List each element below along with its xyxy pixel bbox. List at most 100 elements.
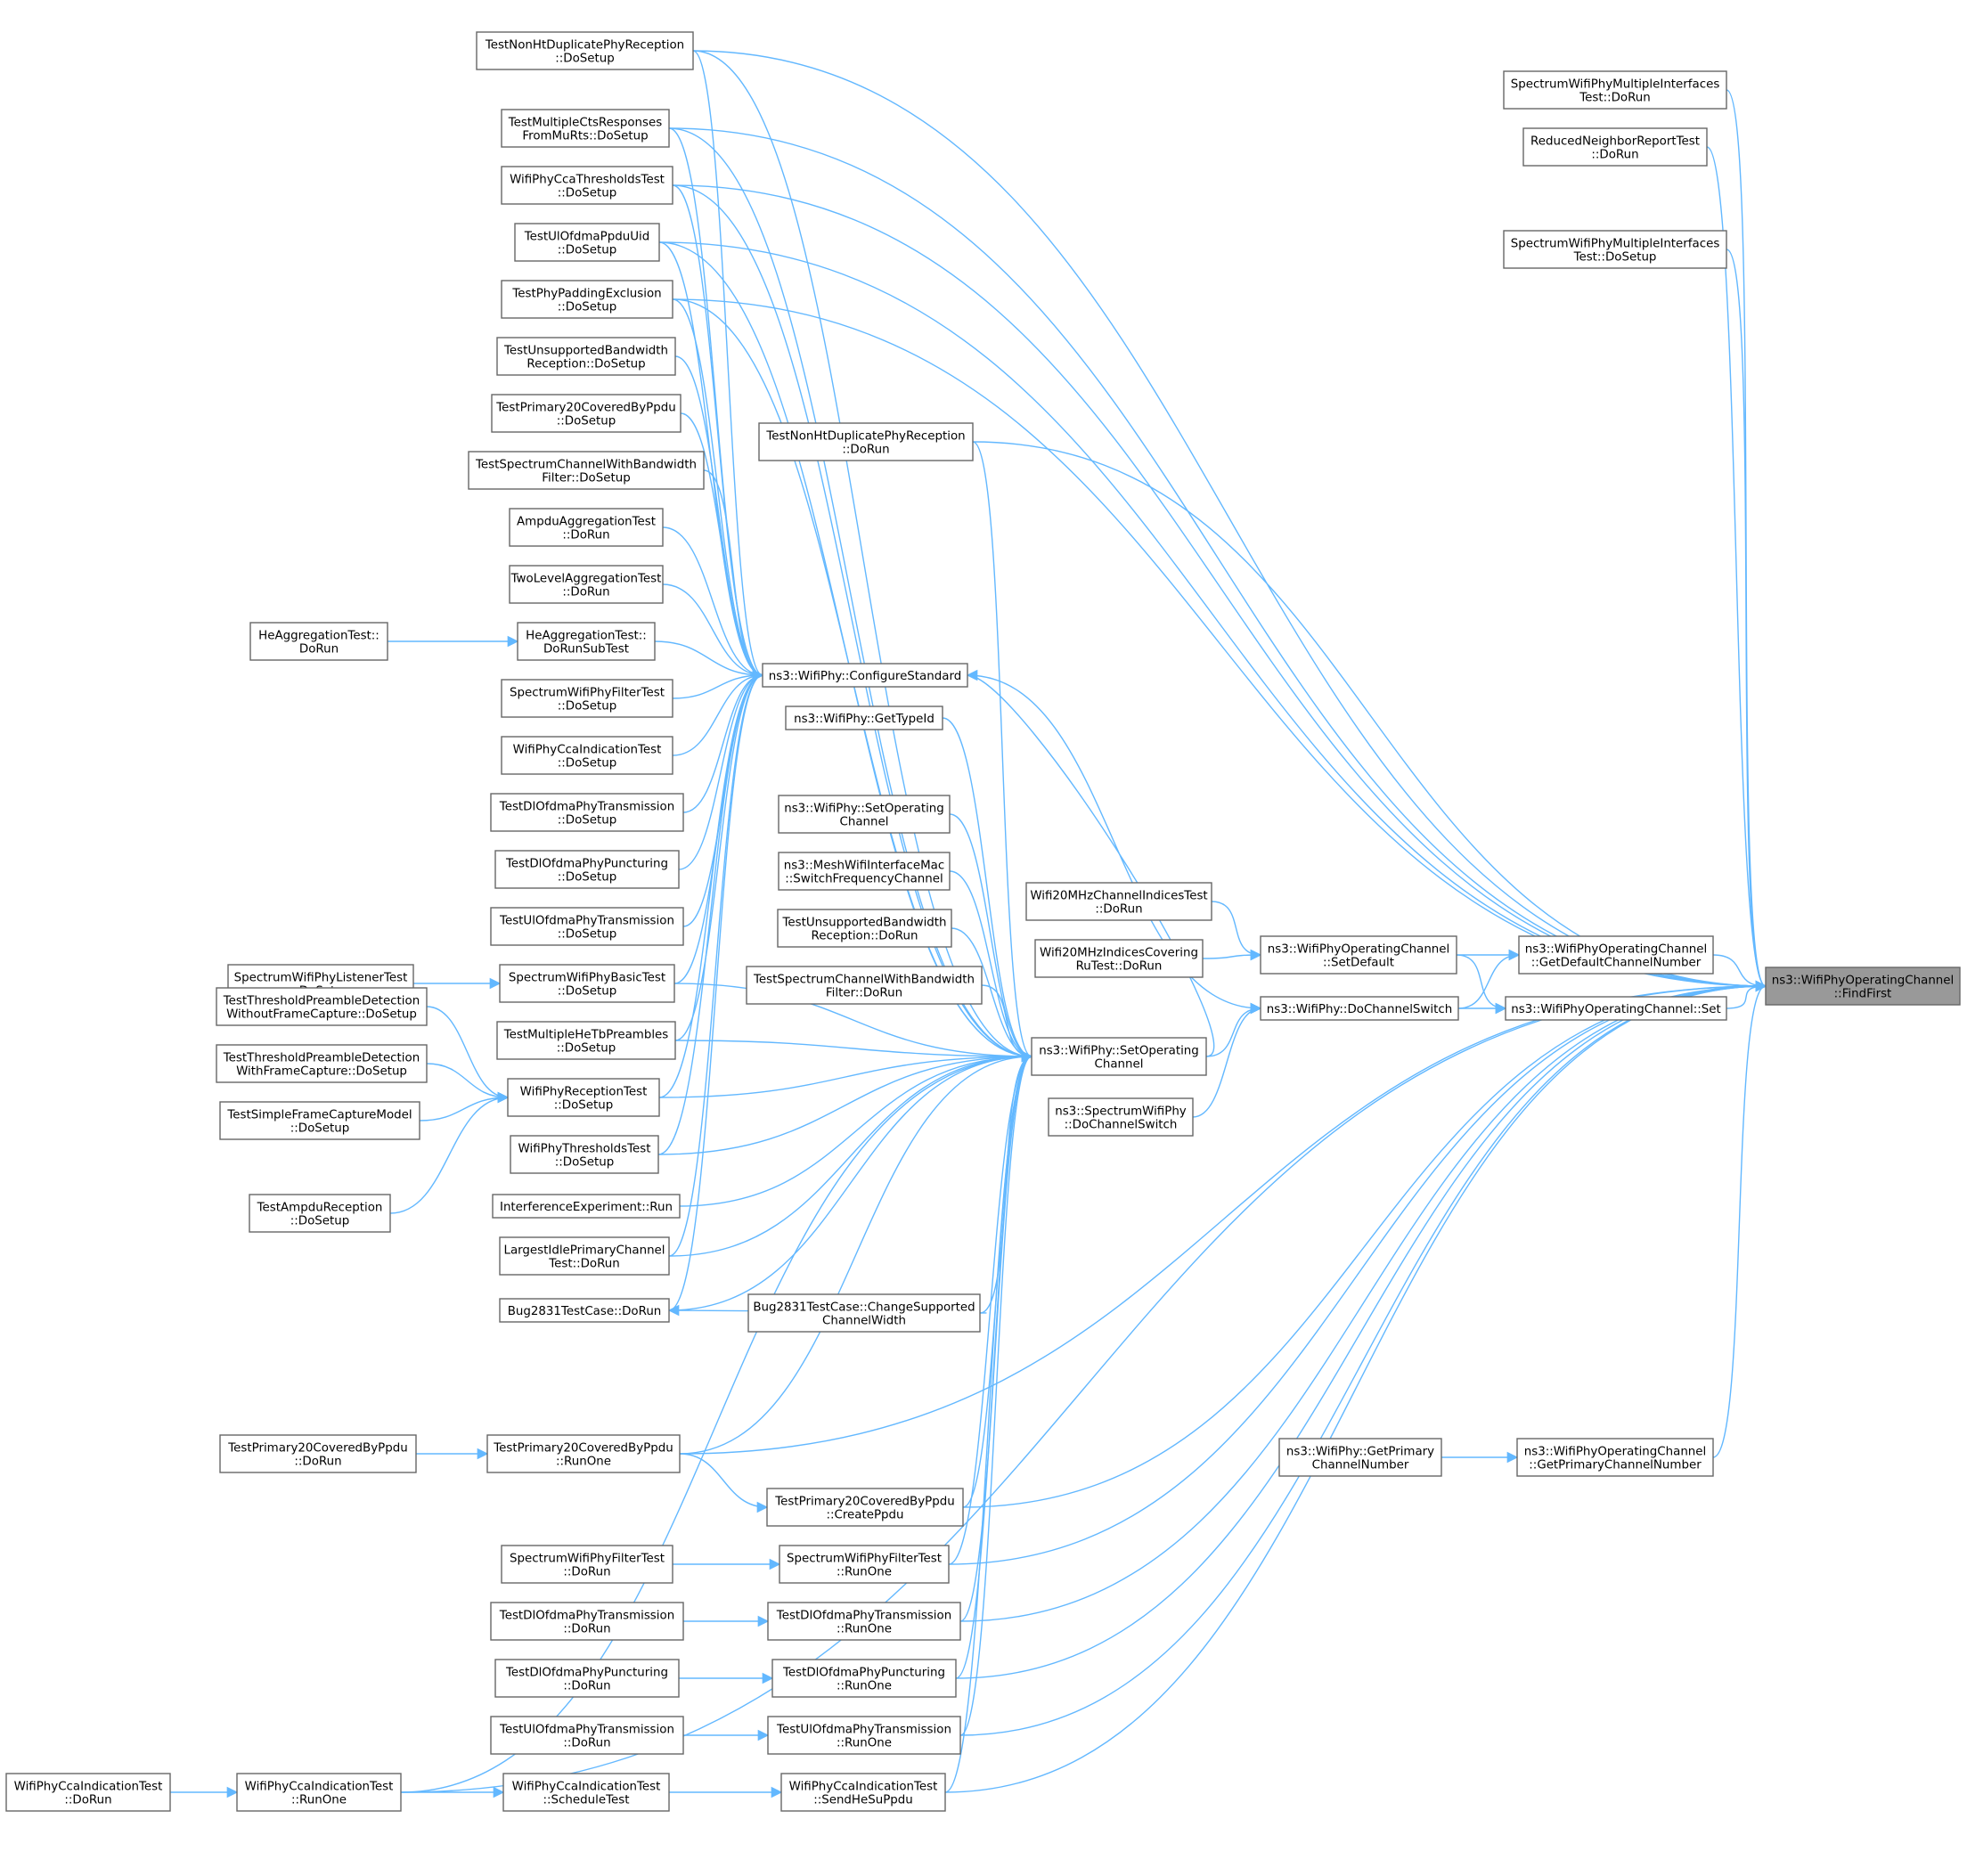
node-n-setdefault[interactable]: ns3::WifiPhyOperatingChannel::SetDefault bbox=[1260, 935, 1457, 975]
edge-n_ccathresh-to-n_configure bbox=[672, 184, 764, 681]
node-label-line: RuTest::DoRun bbox=[1076, 960, 1163, 974]
edge-n_thr_with-to-n_reception bbox=[426, 1063, 510, 1104]
node-n-dlpunc-runone[interactable]: TestDlOfdmaPhyPuncturing::RunOne bbox=[771, 1659, 957, 1698]
node-n-heagg-run[interactable]: HeAggregationTest::DoRun bbox=[249, 622, 388, 661]
node-label-line: Bug2831TestCase::DoRun bbox=[508, 1305, 662, 1318]
node-box bbox=[496, 337, 676, 376]
node-n-ulofdmauid[interactable]: TestUlOfdmaPpduUid::DoSetup bbox=[514, 223, 660, 262]
node-label-line: SpectrumWifiPhyFilterTest bbox=[510, 1553, 665, 1566]
node-label-line: WifiPhyCcaIndicationTest bbox=[789, 1781, 938, 1794]
node-n-set[interactable]: ns3::WifiPhyOperatingChannel::Set bbox=[1505, 996, 1727, 1021]
node-n-multiif-run[interactable]: SpectrumWifiPhyMultipleInterfacesTest::D… bbox=[1503, 70, 1727, 110]
node-box bbox=[486, 1434, 681, 1473]
node-n-thresholds[interactable]: WifiPhyThresholdsTest::DoSetup bbox=[510, 1135, 659, 1174]
node-n-multicts[interactable]: TestMultipleCtsResponsesFromMuRts::DoSet… bbox=[501, 109, 670, 148]
node-label-line: HeAggregationTest:: bbox=[258, 630, 380, 643]
node-label-line: ::DoRun bbox=[842, 444, 889, 457]
node-box bbox=[490, 1716, 684, 1755]
node-n-multihetb[interactable]: TestMultipleHeTbPreambles::DoSetup bbox=[496, 1021, 676, 1060]
edge-n_reception-to-n_setopch bbox=[658, 1050, 1033, 1098]
node-box bbox=[509, 508, 664, 547]
node-n-multiif-setup[interactable]: SpectrumWifiPhyMultipleInterfacesTest::D… bbox=[1503, 230, 1727, 269]
node-n-w20idx[interactable]: Wifi20MHzChannelIndicesTest::DoRun bbox=[1025, 882, 1212, 921]
node-label-line: ::DoSetup bbox=[558, 700, 617, 714]
node-box bbox=[1025, 882, 1212, 921]
node-label-line: Wifi20MHzIndicesCovering bbox=[1040, 947, 1198, 960]
edge-n_heagg_sub-to-n_configure bbox=[654, 640, 764, 681]
node-n-ultx-runone[interactable]: TestUlOfdmaPhyTransmission::RunOne bbox=[767, 1716, 961, 1755]
node-n-bug2831-change[interactable]: Bug2831TestCase::ChangeSupportedChannelW… bbox=[747, 1293, 981, 1333]
node-label-line: WifiPhyCcaIndicationTest bbox=[245, 1781, 394, 1794]
node-n-twolevel[interactable]: TwoLevelAggregationTest::DoRun bbox=[509, 565, 664, 604]
node-n-dlpunc-dorun[interactable]: TestDlOfdmaPhyPuncturing::DoRun bbox=[494, 1659, 680, 1698]
node-label-line: ::DoRun bbox=[563, 1737, 610, 1750]
node-label-line: ::DoSetup bbox=[558, 985, 617, 999]
node-box bbox=[1522, 127, 1708, 167]
node-n-dltx-setup[interactable]: TestDlOfdmaPhyTransmission::DoSetup bbox=[490, 793, 684, 832]
node-n-ccaind-setup[interactable]: WifiPhyCcaIndicationTest::DoSetup bbox=[501, 736, 673, 775]
node-label-line: TestDlOfdmaPhyPuncturing bbox=[782, 1667, 945, 1680]
node-n-bug2831-run[interactable]: Bug2831TestCase::DoRun bbox=[499, 1298, 670, 1323]
node-n-getprimnum[interactable]: ns3::WifiPhy::GetPrimaryChannelNumber bbox=[1278, 1438, 1442, 1477]
node-n-reception[interactable]: WifiPhyReceptionTest::DoSetup bbox=[507, 1078, 660, 1117]
node-label-line: ::GetPrimaryChannelNumber bbox=[1529, 1459, 1702, 1472]
node-n-basic-setup[interactable]: SpectrumWifiPhyBasicTest::DoSetup bbox=[499, 964, 675, 1003]
node-n-thr-without[interactable]: TestThresholdPreambleDetectionWithoutFra… bbox=[216, 987, 428, 1026]
node-n-getprimch[interactable]: ns3::WifiPhyOperatingChannel::GetPrimary… bbox=[1516, 1438, 1714, 1477]
node-n-getdefault[interactable]: ns3::WifiPhyOperatingChannel::GetDefault… bbox=[1518, 935, 1714, 975]
edge-n_nonht_run-to-n_setopch bbox=[972, 441, 1033, 1063]
node-n-dochswitch[interactable]: ns3::WifiPhy::DoChannelSwitch bbox=[1260, 996, 1459, 1021]
node-root[interactable]: ns3::WifiPhyOperatingChannel::FindFirst bbox=[1765, 967, 1961, 1006]
node-label-line: ChannelNumber bbox=[1312, 1459, 1409, 1472]
node-label-line: ns3::WifiPhy::SetOperating bbox=[784, 803, 944, 816]
node-n-dltx-runone[interactable]: TestDlOfdmaPhyTransmission::RunOne bbox=[767, 1602, 961, 1641]
node-label-line: TestUlOfdmaPhyTransmission bbox=[499, 1724, 674, 1737]
node-n-meshswitch[interactable]: ns3::MeshWifiInterfaceMac::SwitchFrequen… bbox=[778, 852, 951, 891]
node-n-dltx-dorun[interactable]: TestDlOfdmaPhyTransmission::DoRun bbox=[490, 1602, 684, 1641]
node-label-line: ::DoRun bbox=[1591, 149, 1638, 162]
node-n-heagg-sub[interactable]: HeAggregationTest::DoRunSubTest bbox=[517, 622, 656, 661]
node-n-unsupbw-setup[interactable]: TestUnsupportedBandwidthReception::DoSet… bbox=[496, 337, 676, 376]
node-n-simplefc[interactable]: TestSimpleFrameCaptureModel::DoSetup bbox=[219, 1101, 420, 1140]
node-n-cca-send[interactable]: WifiPhyCcaIndicationTest::SendHeSuPpdu bbox=[780, 1773, 946, 1812]
node-n-interference[interactable]: InterferenceExperiment::Run bbox=[492, 1194, 681, 1219]
node-label-line: ::DoSetup bbox=[555, 53, 615, 66]
node-n-reduced[interactable]: ReducedNeighborReportTest::DoRun bbox=[1522, 127, 1708, 167]
node-n-spectrum-switch[interactable]: ns3::SpectrumWifiPhy::DoChannelSwitch bbox=[1048, 1097, 1194, 1137]
node-n-configure[interactable]: ns3::WifiPhy::ConfigureStandard bbox=[762, 663, 968, 688]
node-n-sfilter-setup[interactable]: SpectrumWifiPhyFilterTest::DoSetup bbox=[501, 679, 673, 718]
node-n-nonht-setup[interactable]: TestNonHtDuplicatePhyReception::DoSetup bbox=[476, 31, 694, 70]
node-n-cca-runone[interactable]: WifiPhyCcaIndicationTest::RunOne bbox=[236, 1773, 402, 1812]
node-n-ultx-dorun[interactable]: TestUlOfdmaPhyTransmission::DoRun bbox=[490, 1716, 684, 1755]
node-label-line: ns3::WifiPhy::DoChannelSwitch bbox=[1267, 1003, 1452, 1016]
node-n-cca-dorun[interactable]: WifiPhyCcaIndicationTest::DoRun bbox=[5, 1773, 171, 1812]
node-label-line: ::DoRun bbox=[563, 1680, 610, 1693]
node-n-nonht-run[interactable]: TestNonHtDuplicatePhyReception::DoRun bbox=[758, 422, 974, 461]
node-n-ccathresh[interactable]: WifiPhyCcaThresholdsTest::DoSetup bbox=[501, 166, 673, 205]
node-n-specfilter-run[interactable]: TestSpectrumChannelWithBandwidthFilter::… bbox=[746, 966, 983, 1005]
node-n-cca-schedule[interactable]: WifiPhyCcaIndicationTest::ScheduleTest bbox=[502, 1773, 670, 1812]
node-n-padding[interactable]: TestPhyPaddingExclusion::DoSetup bbox=[501, 280, 673, 319]
node-n-sfilter-dorun[interactable]: SpectrumWifiPhyFilterTest::DoRun bbox=[501, 1545, 673, 1584]
node-n-ampdurx[interactable]: TestAmpduReception::DoSetup bbox=[249, 1194, 391, 1233]
node-n-prim20-setup[interactable]: TestPrimary20CoveredByPpdu::DoSetup bbox=[491, 394, 682, 433]
edge-n_ccaind_setup-to-n_configure bbox=[672, 669, 764, 756]
node-n-prim20-create[interactable]: TestPrimary20CoveredByPpdu::CreatePpdu bbox=[766, 1488, 964, 1527]
node-n-specfilter-setup[interactable]: TestSpectrumChannelWithBandwidthFilter::… bbox=[468, 451, 705, 490]
node-n-ultx-setup[interactable]: TestUlOfdmaPhyTransmission::DoSetup bbox=[490, 907, 684, 946]
node-box bbox=[767, 1602, 961, 1641]
node-n-dlpunc-setup[interactable]: TestDlOfdmaPhyPuncturing::DoSetup bbox=[494, 850, 680, 889]
node-box bbox=[476, 31, 694, 70]
node-n-ampdu[interactable]: AmpduAggregationTest::DoRun bbox=[509, 508, 664, 547]
node-label-line: ::CreatePpdu bbox=[826, 1509, 903, 1522]
node-n-prim20-runone[interactable]: TestPrimary20CoveredByPpdu::RunOne bbox=[486, 1434, 681, 1473]
node-n-prim20-dorun[interactable]: TestPrimary20CoveredByPpdu::DoRun bbox=[219, 1434, 417, 1473]
node-n-sfilter-runone[interactable]: SpectrumWifiPhyFilterTest::RunOne bbox=[779, 1545, 950, 1584]
node-n-thr-with[interactable]: TestThresholdPreambleDetectionWithFrameC… bbox=[216, 1044, 428, 1083]
node-n-gettypeid[interactable]: ns3::WifiPhy::GetTypeId bbox=[785, 706, 943, 730]
